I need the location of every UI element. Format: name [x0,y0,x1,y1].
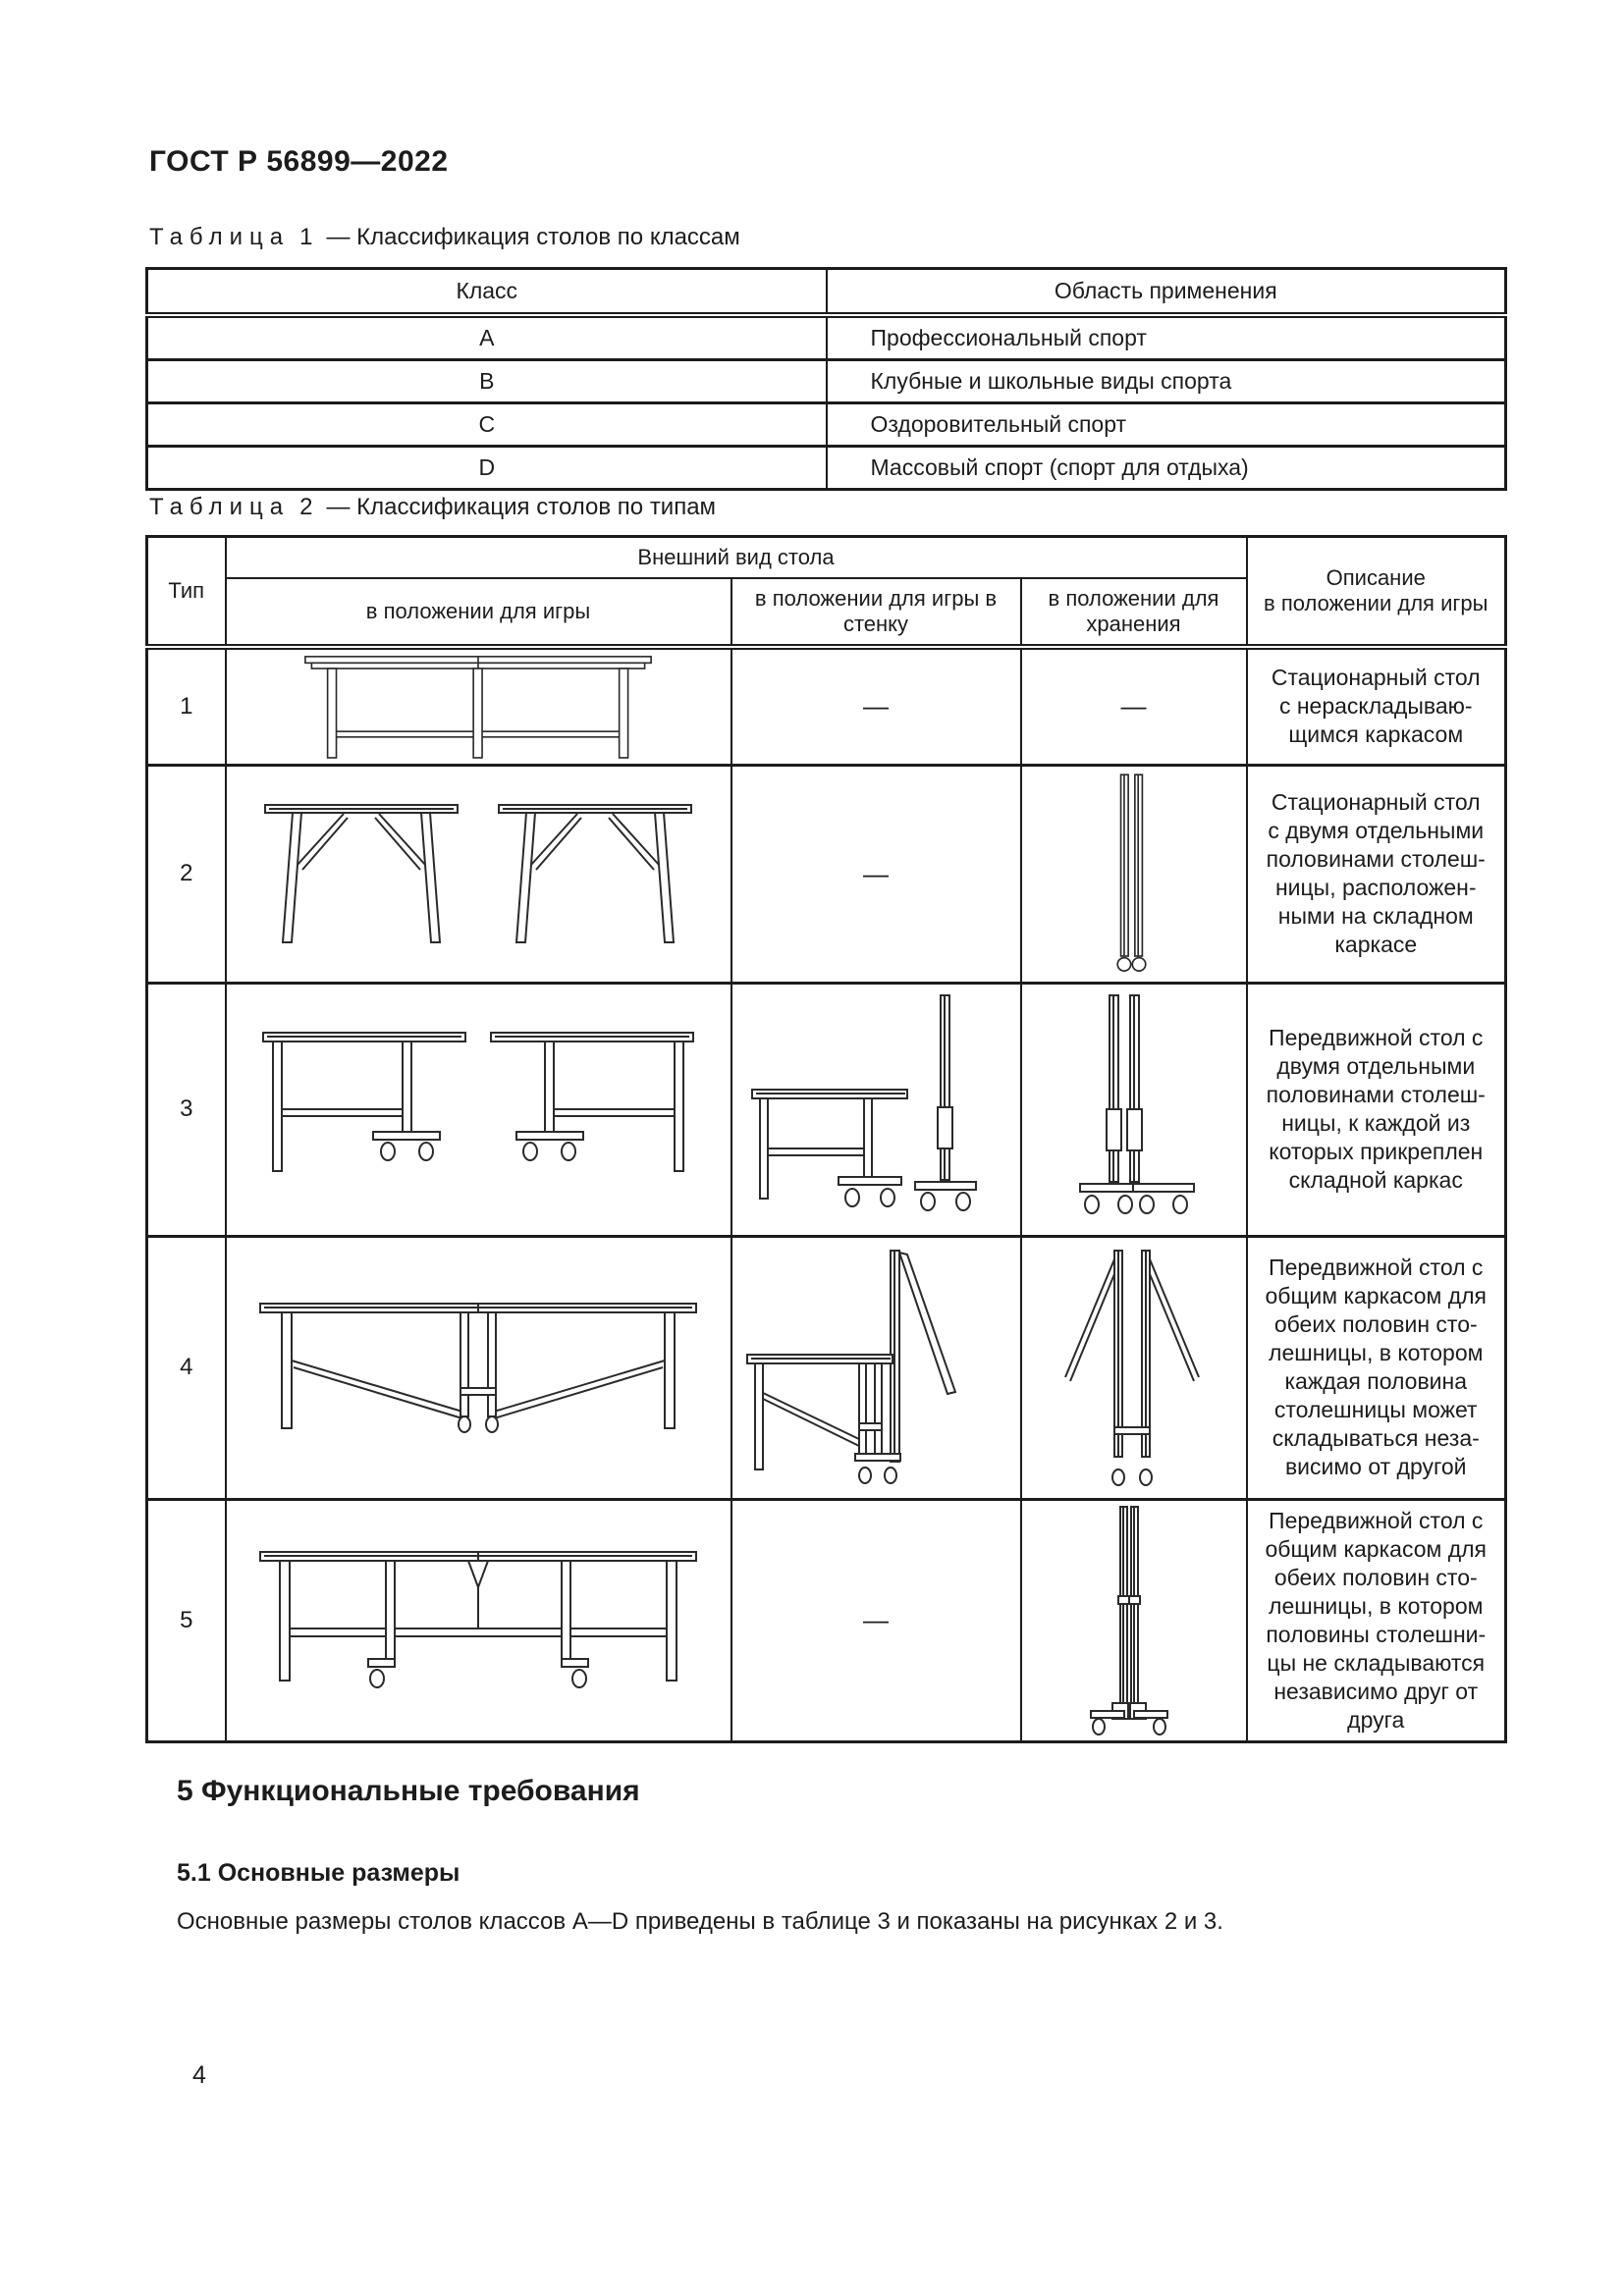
table-row-type-3: 3 [145,981,1507,1238]
table-header-row: Тип Внешний вид стола Описание в положен… [145,535,1507,650]
stationary-table-diagram [304,655,652,759]
storage-position-cell: — [1019,645,1248,767]
area-cell: Профессиональный спорт [825,313,1507,361]
table1-title: Таблица 1 — Классификация столов по класса… [149,224,740,251]
half-up-half-down-diagram [746,1250,957,1484]
column-header-appearance: Внешний вид стола [224,535,1248,579]
description-cell: Передвижной стол с двумя отдельными поло… [1245,981,1507,1238]
column-header-area: Область применения [825,267,1507,318]
description-cell: Стационарный стол с двумя отдельными пол… [1245,763,1507,985]
storage-position-cell [1019,1234,1248,1501]
storage-position-cell [1019,1497,1248,1743]
section-heading: 5 Функциональные требования [177,1775,640,1807]
wall-position-cell [730,981,1022,1238]
section-paragraph: Основные размеры столов классов A—D прив… [177,1908,1223,1935]
table-row-type-5: 5 [145,1497,1507,1743]
play-position-cell [224,1497,732,1743]
table-row: B Клубные и школьные виды спорта [145,358,1507,404]
column-header-description: Описание в положении для игры [1245,535,1507,650]
two-halves-wheeled-diagram [262,1031,694,1172]
table-row-type-2: 2 [145,763,1507,985]
column-header-play-position: в положении для игры [224,577,732,650]
description-cell: Стационарный стол с нераскладываю- щимся… [1245,645,1507,767]
wall-position-cell: — [730,1497,1022,1743]
area-cell: Оздоровительный спорт [825,401,1507,448]
folded-a-frame-diagram [1063,1250,1200,1486]
wall-position-cell: — [730,763,1022,985]
table2-title-number: 2 [299,494,313,520]
classification-by-class-table: Класс Область применения A Профессиональ… [145,267,1507,491]
type-number: 5 [145,1497,227,1743]
two-upright-panels-diagram [1115,774,1147,972]
storage-position-cell [1019,981,1248,1238]
page-number: 4 [192,2061,206,2089]
table-row: D Массовый спорт (спорт для отдыха) [145,445,1507,491]
description-cell: Передвижной стол с общим каркасом для об… [1245,1497,1507,1743]
wall-position-cell [730,1234,1022,1501]
half-table-half-panel-diagram [751,994,977,1211]
column-header-type: Тип [145,535,227,650]
play-position-cell [224,645,732,767]
table-row: C Оздоровительный спорт [145,401,1507,448]
class-cell: A [145,313,828,361]
table2-title-word: Таблица [149,494,291,520]
table-subheader-row: в положении для игры в положении для игр… [147,577,1506,650]
type-number: 4 [145,1234,227,1501]
classification-by-type-table: Тип Внешний вид стола Описание в положен… [145,535,1507,1743]
type-number: 1 [145,645,227,767]
common-frame-table-diagram [259,1303,697,1433]
play-position-cell [224,763,732,985]
doc-code: ГОСТ Р 56899—2022 [149,145,449,178]
two-panels-together-wheeled-diagram [1089,1505,1168,1735]
section-subheading: 5.1 Основные размеры [177,1859,460,1887]
table-row-type-1: 1 — — Стационарный стол с нераскладываю-… [145,645,1507,767]
table2-title: Таблица 2 — Классификация столов по типам [149,494,716,521]
table-header-row: Класс Область применения [145,267,1507,318]
table1-title-word: Таблица [149,224,291,250]
area-cell: Клубные и школьные виды спорта [825,358,1507,404]
table-row-type-4: 4 [145,1234,1507,1501]
table2-title-text: — Классификация столов по типам [326,494,717,520]
two-upright-panels-wheeled-diagram [1078,994,1195,1214]
storage-position-cell [1019,763,1248,985]
play-position-cell [224,981,732,1238]
column-header-storage-position: в положении для хранения [1019,577,1248,650]
class-cell: B [145,358,828,404]
class-cell: D [145,445,828,491]
table1-title-number: 1 [299,224,313,250]
wall-position-cell: — [730,645,1022,767]
column-header-class: Класс [145,267,828,318]
two-halves-table-diagram [264,804,692,943]
common-frame-center-bracket-diagram [259,1551,697,1688]
column-header-wall-position: в положении для игры в стенку [730,577,1022,650]
type-number: 2 [145,763,227,985]
type-number: 3 [145,981,227,1238]
table-row: A Профессиональный спорт [145,313,1507,361]
description-cell: Передвижной стол с общим каркасом для об… [1245,1234,1507,1501]
area-cell: Массовый спорт (спорт для отдыха) [825,445,1507,491]
table1-title-text: — Классификация столов по классам [326,224,740,250]
play-position-cell [224,1234,732,1501]
class-cell: C [145,401,828,448]
